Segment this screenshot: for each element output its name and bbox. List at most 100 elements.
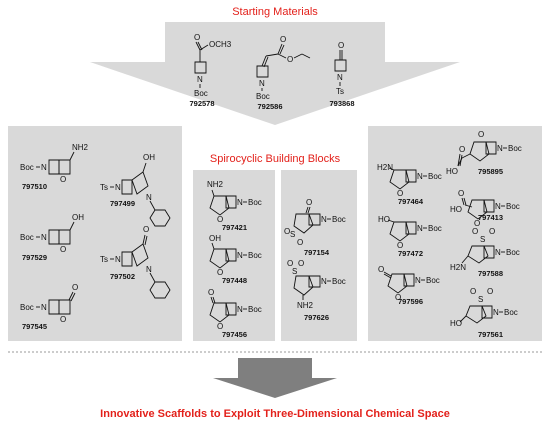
compound-797456: O O N Boc 797456: [208, 288, 262, 339]
atom-label: Boc: [428, 224, 442, 233]
compound-797413: O HO O N Boc 797413: [450, 189, 520, 228]
compound-797596: O O N Boc 797596: [378, 265, 440, 306]
atom-label: O: [378, 265, 384, 274]
atom-label: O: [487, 287, 493, 296]
atom-label: O: [280, 35, 286, 44]
atom-label: OH: [209, 234, 221, 243]
atom-label: O: [459, 145, 465, 154]
atom-label: O: [297, 238, 303, 247]
atom-label: Boc: [248, 251, 262, 260]
atom-label: O: [306, 198, 312, 207]
compound-id: 797448: [222, 276, 247, 285]
compound-797499: Ts N OH N 797499: [100, 153, 171, 227]
compound-797472: HO O N Boc 797472: [378, 215, 442, 258]
compound-id: 792578: [189, 99, 214, 108]
atom-label: O: [194, 33, 200, 42]
atom-label: N: [337, 73, 343, 82]
atom-label: O: [489, 227, 495, 236]
compound-797154: O S O O N Boc 797154: [284, 198, 346, 257]
atom-label: NH2: [297, 301, 314, 310]
atom-label: O: [287, 55, 293, 64]
atom-label: Boc: [428, 172, 442, 181]
compound-id: 797413: [478, 213, 503, 222]
compound-id: 797529: [22, 253, 47, 262]
atom-label: O: [217, 268, 223, 277]
atom-label: S: [480, 235, 485, 244]
atom-label: O: [397, 189, 403, 198]
atom-label: N: [237, 305, 243, 314]
atom-label: N: [197, 75, 203, 84]
atom-label: O: [208, 288, 214, 297]
atom-label: OH: [72, 213, 84, 222]
atom-label: NH2: [72, 143, 89, 152]
atom-label: N: [495, 202, 501, 211]
compound-797626: O S O N Boc NH2 797626: [287, 259, 346, 322]
atom-label: O: [470, 287, 476, 296]
atom-label: O: [72, 283, 78, 292]
atom-label: Boc: [506, 202, 520, 211]
atom-label: O: [478, 130, 484, 139]
footer-title: Innovative Scaffolds to Exploit Three-Di…: [100, 408, 450, 420]
compound-797502: Ts N O N 797502: [100, 225, 171, 299]
atom-label: O: [395, 293, 401, 302]
atom-label: N: [146, 265, 152, 274]
atom-label: O: [60, 245, 66, 254]
compound-id: 797545: [22, 322, 47, 331]
atom-label: N: [497, 144, 503, 153]
atom-label: N: [41, 303, 47, 312]
compound-797421: NH2 O N Boc 797421: [207, 180, 262, 232]
atom-label: HO: [446, 167, 458, 176]
compound-id: 795895: [478, 167, 503, 176]
atom-label: N: [321, 277, 327, 286]
compound-795895: O HO O N Boc 795895: [446, 130, 522, 176]
mid-left-panel: [193, 170, 275, 341]
atom-label: N: [415, 276, 421, 285]
atom-label: N: [237, 198, 243, 207]
atom-label: Boc: [504, 308, 518, 317]
compound-id: 797499: [110, 199, 135, 208]
atom-label: Boc: [248, 305, 262, 314]
atom-label: HO: [378, 215, 390, 224]
atom-label: Boc: [20, 163, 34, 172]
atom-label: N: [237, 251, 243, 260]
atom-label: O: [397, 241, 403, 250]
compound-id: 793868: [329, 99, 354, 108]
atom-label: N: [41, 233, 47, 242]
atom-label: S: [478, 295, 483, 304]
mid-right-panel: [281, 170, 357, 341]
compound-792578: O OCH3 N Boc 792578: [189, 33, 231, 108]
atom-label: OCH3: [209, 40, 232, 49]
atom-label: N: [495, 248, 501, 257]
atom-label: O: [474, 219, 480, 228]
atom-label: Ts: [100, 183, 108, 192]
atom-label: S: [290, 230, 295, 239]
atom-label: O: [472, 227, 478, 236]
compound-id: 797154: [304, 248, 330, 257]
atom-label: N: [321, 215, 327, 224]
atom-label: O: [298, 259, 304, 268]
atom-label: Boc: [20, 233, 34, 242]
atom-label: Boc: [248, 198, 262, 207]
compound-id: 797596: [398, 297, 423, 306]
atom-label: N: [259, 79, 265, 88]
atom-label: Boc: [20, 303, 34, 312]
atom-label: Ts: [336, 87, 344, 96]
atom-label: O: [60, 315, 66, 324]
atom-label: H2N: [450, 263, 466, 272]
compound-797561: O S O HO N Boc 797561: [450, 287, 518, 339]
atom-label: NH2: [207, 180, 224, 189]
atom-label: O: [143, 225, 149, 234]
atom-label: O: [338, 41, 344, 50]
compound-id: 797588: [478, 269, 503, 278]
atom-label: N: [146, 193, 152, 202]
atom-label: O: [217, 215, 223, 224]
atom-label: Ts: [100, 255, 108, 264]
left-panel: [8, 126, 182, 341]
atom-label: O: [287, 259, 293, 268]
down-arrow: [213, 358, 337, 398]
compound-id: 797561: [478, 330, 503, 339]
atom-label: O: [217, 322, 223, 331]
compound-id: 797421: [222, 223, 247, 232]
atom-label: H2N: [377, 163, 393, 172]
